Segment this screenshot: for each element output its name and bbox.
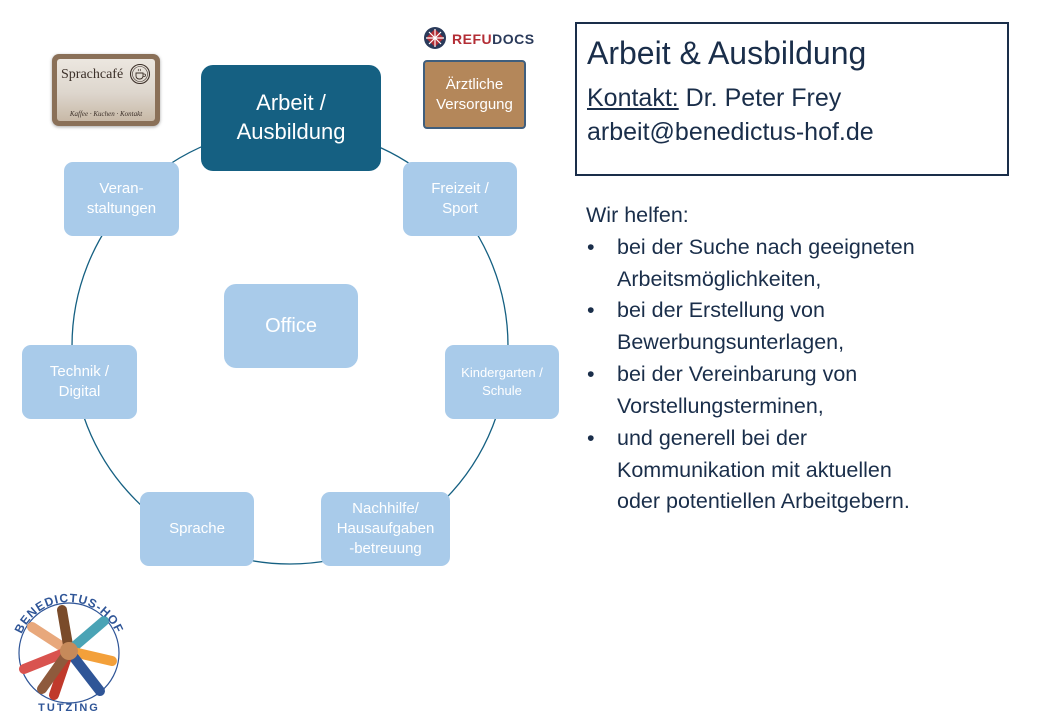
benedictus-bottom-text: TUTZING — [38, 702, 100, 714]
help-item: • bei der Suche nach geeigneten Arbeitsmö… — [586, 232, 1026, 296]
help-item: • bei der Vereinbarung von Vorstellungste… — [586, 359, 1026, 423]
center-node-label: Arbeit / Ausbildung — [236, 90, 346, 144]
aerztliche-versorgung-box[interactable]: Ärztliche Versorgung — [423, 60, 526, 129]
contact-line: Kontakt: Dr. Peter Frey arbeit@benedictus… — [587, 82, 997, 150]
contact-name: Dr. Peter Frey — [678, 84, 842, 113]
aerztliche-label: Ärztliche Versorgung — [436, 76, 513, 113]
node-label: Sprache — [169, 519, 225, 537]
help-intro: Wir helfen: — [586, 203, 689, 227]
node-label: Kindergarten / Schule — [461, 365, 543, 398]
coffee-cup-icon — [129, 63, 151, 85]
refudocs-mark-icon — [424, 27, 446, 49]
node-nachhilfe[interactable]: Nachhilfe/ Hausaufgaben -betreuung — [321, 492, 450, 566]
sprachcafe-logo: Sprachcafé Kaffee · Kuchen · Kontakt — [52, 54, 160, 126]
help-list: • bei der Suche nach geeigneten Arbeitsmö… — [586, 232, 1026, 518]
bullet-marker: • — [587, 362, 595, 387]
contact-box: Arbeit & Ausbildung Kontakt: Dr. Peter F… — [575, 22, 1009, 176]
center-node-arbeit-ausbildung[interactable]: Arbeit / Ausbildung — [201, 65, 381, 171]
help-item-text: bei der Suche nach geeigneten Arbeitsmög… — [617, 234, 915, 291]
node-label: Nachhilfe/ Hausaufgaben -betreuung — [336, 499, 435, 558]
node-office[interactable]: Office — [224, 284, 358, 368]
help-item: • bei der Erstellung von Bewerbungsunterl… — [586, 295, 1026, 359]
node-technik-digital[interactable]: Technik / Digital — [22, 345, 137, 419]
node-label: Office — [265, 314, 317, 337]
node-veranstaltungen[interactable]: Veran- staltungen — [64, 162, 179, 236]
sprachcafe-title: Sprachcafé — [61, 67, 124, 82]
refudocs-part-1: REFU — [452, 31, 493, 47]
node-kindergarten-schule[interactable]: Kindergarten / Schule — [445, 345, 559, 419]
refudocs-logo-text: REFUDOCS — [452, 31, 535, 47]
help-item: • und generell bei der Kommunikation mit … — [586, 423, 1026, 518]
benedictus-hof-logo: BENEDICTUS-HOF TUTZING — [12, 591, 126, 714]
help-item-text: und generell bei der Kommunikation mit a… — [617, 425, 910, 514]
contact-title: Arbeit & Ausbildung — [587, 35, 867, 71]
help-section: Wir helfen: • bei der Suche nach geeignet… — [586, 200, 1026, 518]
contact-email[interactable]: arbeit@benedictus-hof.de — [587, 118, 874, 147]
refudocs-part-2: DOCS — [492, 31, 535, 47]
node-sprache[interactable]: Sprache — [140, 492, 254, 566]
help-item-text: bei der Vereinbarung von Vorstellungster… — [617, 362, 858, 418]
bullet-marker: • — [587, 234, 595, 259]
bullet-marker: • — [587, 425, 595, 450]
help-item-text: bei der Erstellung von Bewerbungsunterla… — [617, 298, 845, 355]
bullet-marker: • — [587, 298, 595, 323]
node-label: Technik / Digital — [49, 362, 110, 400]
contact-label: Kontakt: — [587, 84, 679, 113]
sprachcafe-tagline: Kaffee · Kuchen · Kontakt — [69, 110, 143, 118]
node-label: Freizeit / Sport — [431, 179, 489, 217]
node-label: Veran- staltungen — [86, 179, 157, 217]
node-freizeit-sport[interactable]: Freizeit / Sport — [403, 162, 517, 236]
